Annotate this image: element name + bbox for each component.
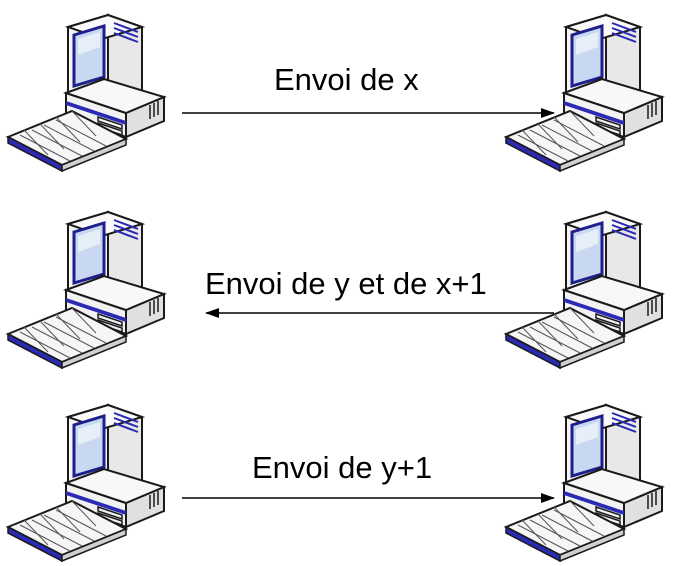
computer-left-1-icon xyxy=(6,13,166,173)
message-label-2: Envoi de y et de x+1 xyxy=(205,266,487,301)
computer-right-1-icon xyxy=(504,13,664,173)
message-label-1: Envoi de x xyxy=(274,62,419,97)
computer-left-2-icon xyxy=(6,210,166,370)
message-label-3: Envoi de y+1 xyxy=(252,450,433,485)
computer-right-2-icon xyxy=(504,210,664,370)
computer-left-3-icon xyxy=(6,403,166,563)
computer-right-3-icon xyxy=(504,403,664,563)
